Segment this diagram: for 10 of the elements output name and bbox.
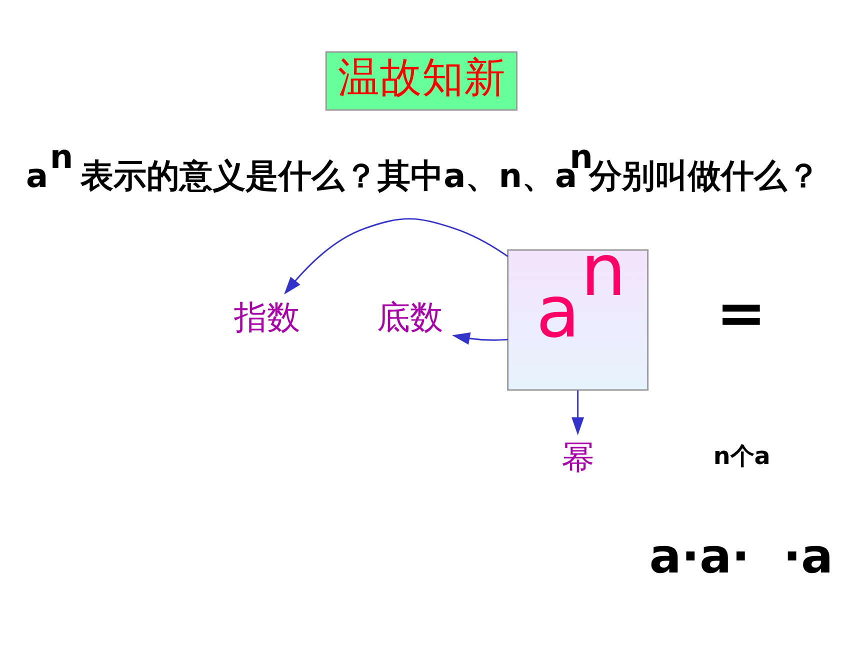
label: = [716, 278, 766, 348]
node-box: 温故知新 [325, 50, 518, 110]
label: n个a [713, 442, 770, 470]
arrow [452, 332, 508, 344]
label: a·a· ·a [649, 529, 834, 584]
arrow [284, 218, 508, 294]
node-text: 指数 [234, 298, 300, 336]
node-text: 底数 [376, 298, 443, 336]
node-text: 幂 [561, 438, 594, 476]
arrow [572, 390, 584, 435]
